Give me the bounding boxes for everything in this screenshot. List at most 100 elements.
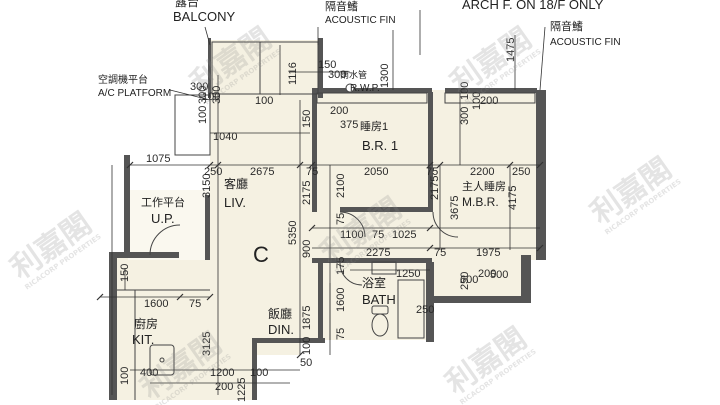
living-room-label-en: LIV. — [224, 195, 246, 210]
wall-kit-right — [252, 338, 257, 400]
dim-label: 75 — [306, 166, 318, 178]
dim-label: 1100 — [340, 229, 364, 241]
room-labels: 露台 BALCONY 隔音鰭 ACOUSTIC FIN ARCH F. ON 1… — [98, 0, 621, 347]
wall-bath-left — [318, 262, 323, 342]
rwp-label-en: R.W.P. — [350, 83, 380, 94]
wall-up-right — [205, 195, 210, 260]
dim-label: 3150 — [201, 174, 213, 198]
dim-label: 600 — [460, 274, 478, 286]
dim-label: 100 — [197, 106, 209, 124]
wall-right — [536, 90, 546, 260]
wall-bath-top — [312, 258, 432, 263]
master-bedroom-label-zh: 主人睡房 — [462, 180, 506, 193]
dim-label: 300 — [328, 69, 346, 81]
dim-label: 200 — [480, 95, 498, 107]
dim-label: 100 — [119, 367, 131, 385]
watermark-4: 利嘉閣 RICACORP PROPERTIES — [585, 151, 683, 236]
master-bedroom-label-en: M.B.R. — [462, 195, 499, 209]
dim-label: 75 — [426, 166, 438, 178]
dim-label: 3675 — [449, 196, 461, 220]
dim-label: 1475 — [505, 38, 517, 62]
dim-label: 100 — [250, 367, 268, 379]
door-swing-bath — [339, 262, 363, 286]
wall-br1-bottom — [340, 207, 430, 212]
dining-room-label-en: DIN. — [268, 322, 294, 337]
kitchen-sink-icon — [149, 344, 175, 376]
dim-label: 150 — [301, 110, 313, 128]
watermark-1: 利嘉閣 RICACORP PROPERTIES — [5, 206, 103, 291]
br1-wardrobe — [316, 92, 428, 104]
dim-label: 75 — [372, 229, 384, 241]
dim-label: 100 — [459, 82, 471, 100]
wall-mbr-bottom — [430, 296, 531, 303]
dim-label: 1025 — [392, 229, 416, 241]
dim-label: 100 — [471, 92, 483, 110]
utility-platform-area — [128, 190, 210, 260]
dim-label: 250 — [459, 272, 471, 290]
acoustic-fin-1-zh: 隔音鰭 — [325, 0, 358, 13]
dim-label: 2100 — [335, 174, 347, 198]
bedroom-1-label-en: B.R. 1 — [362, 138, 398, 153]
rwp-pipe-icon — [345, 83, 355, 93]
dim-label: 100 — [202, 91, 220, 103]
utility-platform-label-en: U.P. — [151, 211, 175, 226]
dining-room-label-zh: 飯廳 — [268, 306, 292, 321]
dim-label: 1116 — [287, 62, 299, 85]
wall-left-upper — [124, 155, 130, 255]
acoustic-fin-2-zh: 隔音鰭 — [550, 19, 583, 33]
dim-label: 200 — [330, 105, 348, 117]
mbr-wardrobe — [444, 92, 536, 104]
rwp-label-zh: 雨水管 — [340, 69, 367, 80]
dim-label: 1250 — [396, 268, 420, 280]
wall-br1-right — [428, 92, 433, 212]
wall-bottom-din — [255, 338, 325, 343]
dimension-lines — [100, 10, 546, 395]
dim-label: 75 — [434, 247, 446, 259]
dim-label: 1200 — [210, 367, 234, 379]
dim-label: 300 — [211, 86, 223, 104]
wall-balcony-left — [208, 38, 211, 98]
utility-platform-label-zh: 工作平台 — [141, 195, 185, 209]
bath-basin — [371, 261, 397, 275]
dim-label: 200 — [478, 268, 496, 280]
dim-label: 250 — [416, 304, 434, 316]
dim-label: 2275 — [366, 247, 390, 259]
dim-label: 2675 — [250, 166, 274, 178]
dim-label: 300 — [459, 107, 471, 125]
dim-label: 1075 — [146, 153, 170, 165]
dim-label: 1225 — [236, 378, 248, 402]
outlines — [117, 41, 536, 400]
kitchen-label-en: KIT. — [132, 332, 154, 347]
balcony-label-zh: 露台 — [175, 0, 199, 9]
balcony-label-en: BALCONY — [173, 9, 235, 24]
arch-note: ARCH F. ON 18/F ONLY — [462, 0, 604, 12]
dim-label: 900 — [301, 240, 313, 258]
bathroom-label-zh: 浴室 — [362, 275, 386, 290]
dim-label: 375 — [340, 119, 358, 131]
bedroom-1-label-zh: 睡房1 — [360, 120, 388, 133]
dim-label: 75 — [335, 328, 347, 340]
kitchen-label-zh: 廚房 — [134, 316, 158, 331]
unit-floor-area — [115, 75, 540, 400]
dim-label: 1600 — [144, 298, 168, 310]
toilet-icon — [371, 305, 389, 337]
dim-label: 100 — [301, 337, 313, 355]
wall-balcony-right — [318, 38, 323, 98]
wall-kit-left — [109, 255, 117, 400]
wall-top-br1 — [312, 88, 432, 93]
dim-label: 200 — [215, 381, 233, 393]
dim-label: 300 — [190, 81, 208, 93]
dim-label: 150 — [318, 59, 336, 71]
walls — [109, 38, 546, 400]
dim-label: 1040 — [213, 131, 237, 143]
bathroom-label-en: BATH — [362, 292, 396, 307]
horizontal-dimensions: 150 300 1040 1075 250 2675 75 2050 75 22… — [140, 59, 530, 393]
acoustic-fin-2-en: ACOUSTIC FIN — [550, 37, 621, 48]
dim-label: 1875 — [301, 306, 313, 330]
dim-label: 5350 — [287, 221, 299, 245]
ac-platform-outline — [174, 94, 211, 156]
balcony-outline — [211, 41, 319, 95]
dim-label: 2050 — [364, 166, 388, 178]
vertical-dimensions: 1116 1300 1475 150 100 300 300 100 3150 … — [119, 38, 519, 402]
